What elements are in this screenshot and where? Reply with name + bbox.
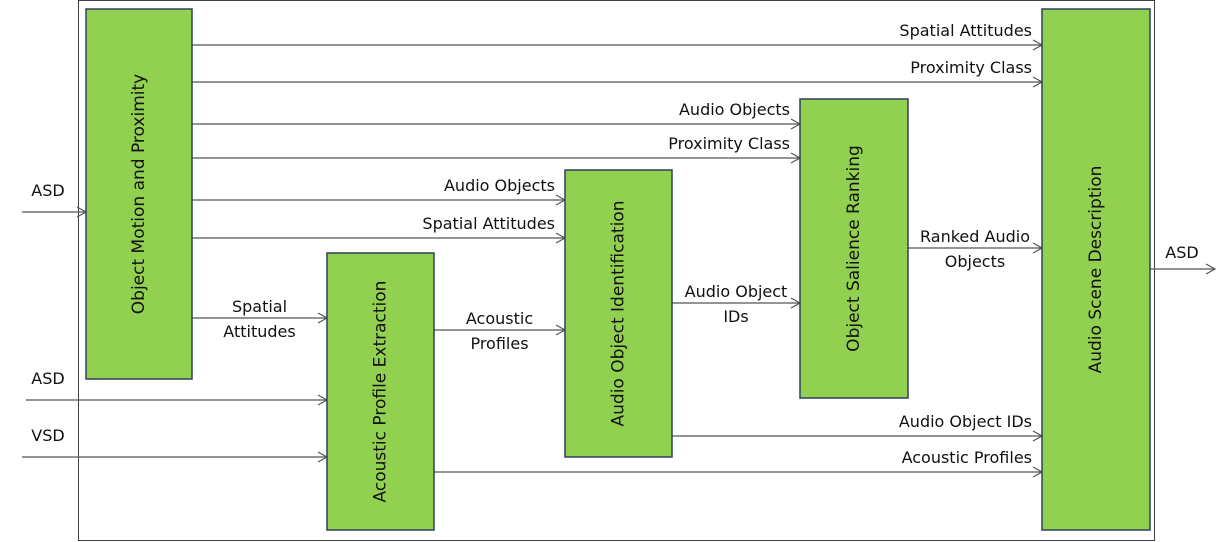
edge-label: Attitudes [223,322,295,341]
edge-motion-to-identification: Spatial Attitudes [192,214,567,244]
block-box [799,98,909,399]
block-label: Acoustic Profile Extraction [371,281,391,503]
block-audio-object-identification: Audio Object Identification [564,169,673,458]
output-label: ASD [1165,243,1198,262]
block-label: Audio Scene Description [1086,166,1106,374]
input-asd-to-acoustic: ASD [26,369,329,406]
arrowhead-icon [1205,263,1217,275]
input-label: ASD [31,369,64,388]
edge-label: IDs [723,307,748,326]
input-vsd-to-acoustic: VSD [22,426,329,463]
system-boundary-frame [78,0,1155,541]
edge-motion-to-salience: Audio Objects [192,100,802,130]
edge-label: Profiles [470,334,528,353]
block-label: Audio Object Identification [609,201,629,427]
edge-label: Audio Object IDs [899,412,1032,431]
edge-motion-to-identification: Audio Objects [192,176,567,206]
input-label: ASD [31,181,64,200]
edge-identification-to-scene: Audio Object IDs [672,412,1044,442]
edge-label: Proximity Class [668,134,790,153]
block-label: Object Motion and Proximity [129,74,149,314]
output-asd-from-scene: ASD [1150,243,1217,275]
edge-label: Objects [945,252,1005,271]
edge-label: Acoustic [466,309,533,328]
edge-label: Audio Objects [679,100,790,119]
block-object-salience-ranking: Object Salience Ranking [799,98,909,399]
edge-label: Audio Object [685,282,788,301]
edge-label: Spatial Attitudes [899,21,1032,40]
block-audio-scene-description: Audio Scene Description [1041,8,1151,531]
edge-motion-to-salience: Proximity Class [192,134,802,164]
block-box [564,169,673,458]
block-box [326,252,435,531]
block-box [1041,8,1151,531]
edge-label: Spatial [232,297,287,316]
edge-motion-to-scene: Proximity Class [192,58,1044,88]
input-label: VSD [31,426,64,445]
input-asd-to-motion: ASD [22,181,88,218]
block-object-motion-and-proximity: Object Motion and Proximity [85,8,193,380]
edge-label: Ranked Audio [920,227,1030,246]
edge-label: Acoustic Profiles [902,448,1032,467]
block-box [85,8,193,380]
edge-motion-to-scene: Spatial Attitudes [192,21,1044,51]
block-label: Object Salience Ranking [844,145,864,352]
block-acoustic-profile-extraction: Acoustic Profile Extraction [326,252,435,531]
edge-acoustic-to-scene: Acoustic Profiles [434,448,1044,478]
edge-label: Audio Objects [444,176,555,195]
edge-label: Spatial Attitudes [422,214,555,233]
edge-label: Proximity Class [910,58,1032,77]
